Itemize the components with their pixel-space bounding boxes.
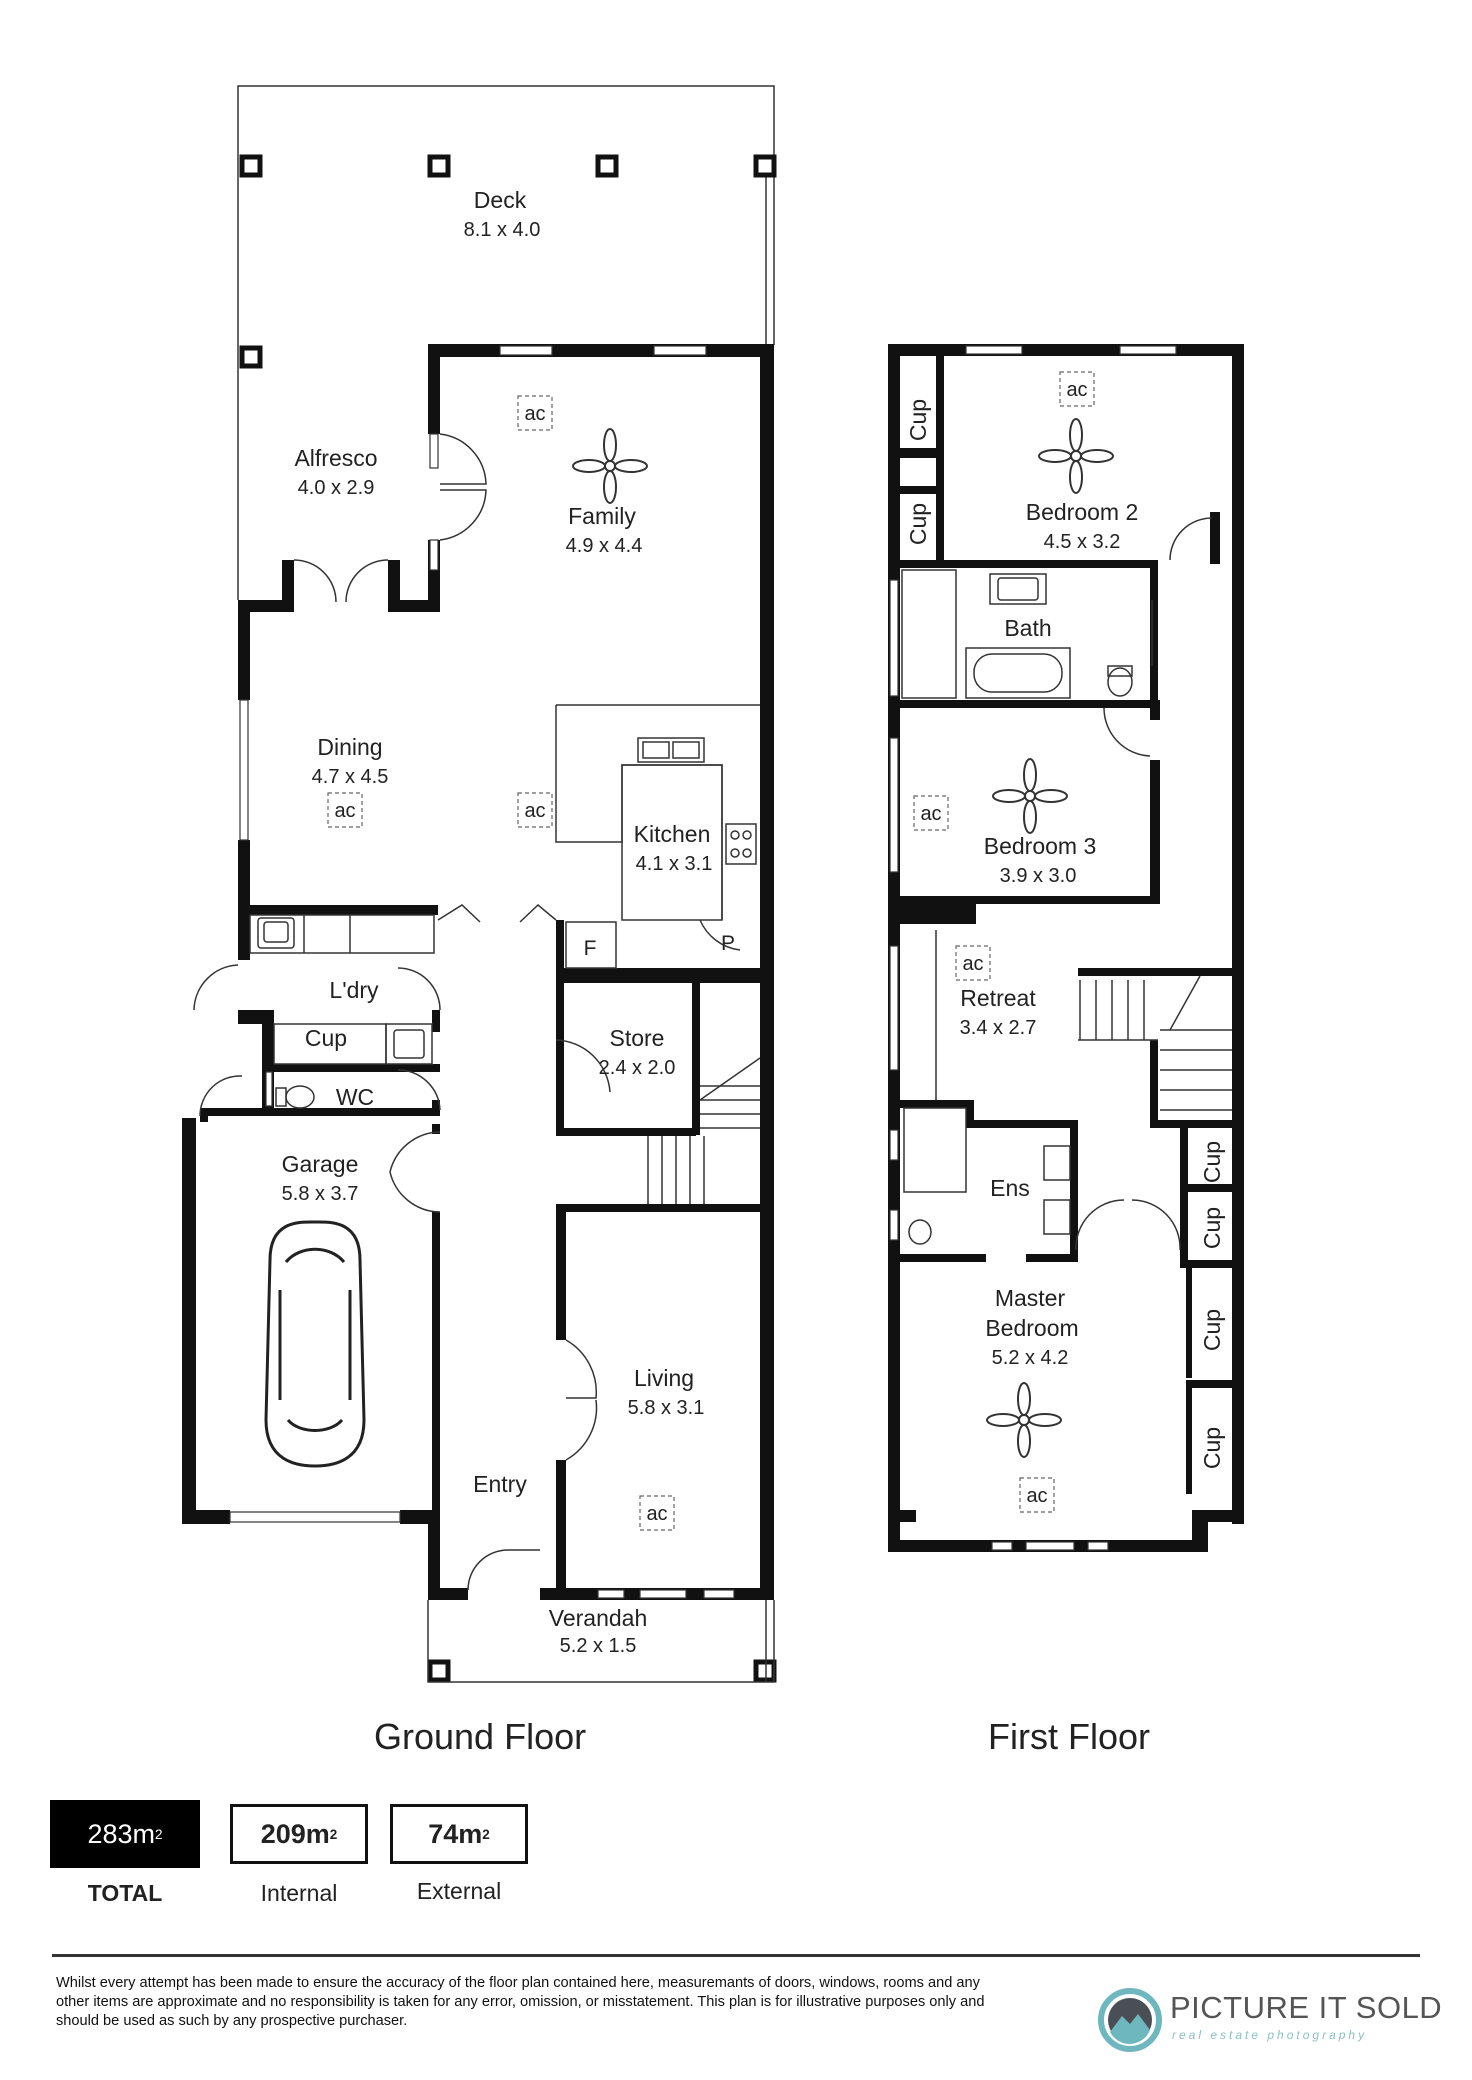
- room-alfresco-name: Alfresco: [294, 445, 377, 471]
- room-wc-name: WC: [336, 1084, 374, 1110]
- ac-label: ac: [1026, 1485, 1047, 1507]
- floor-plan: Deck 8.1 x 4.0 Alfresco 4.0 x 2.9 Family…: [182, 85, 1244, 1683]
- room-master-size: 5.2 x 4.2: [992, 1347, 1069, 1369]
- room-entry-name: Entry: [473, 1471, 527, 1497]
- room-bedroom2-size: 4.5 x 3.2: [1044, 531, 1121, 553]
- cupboard-label: Cup: [1199, 1207, 1225, 1249]
- internal-area-label: Internal: [260, 1880, 338, 1906]
- total-area-value: 283m: [87, 1818, 156, 1849]
- room-garage-size: 5.8 x 3.7: [282, 1183, 359, 1205]
- room-master-name-line1: Master: [995, 1285, 1066, 1311]
- cupboard-label: Cup: [1199, 1427, 1225, 1469]
- room-family-name: Family: [568, 503, 636, 529]
- cupboard-label: Cup: [905, 399, 931, 441]
- internal-area-value: 209m: [260, 1818, 330, 1849]
- external-area-label: External: [416, 1878, 502, 1904]
- room-bath-name: Bath: [1004, 615, 1051, 641]
- ac-label: ac: [524, 800, 545, 822]
- first-floor-plan: Bedroom 2 4.5 x 3.2 Bath Bedroom 3 3.9 x…: [888, 344, 1244, 1552]
- room-ensuite-name: Ens: [990, 1175, 1030, 1201]
- brand-tagline: real estate photography: [1172, 2028, 1368, 2042]
- ac-label: ac: [334, 800, 355, 822]
- room-master-name-line2: Bedroom: [985, 1315, 1078, 1341]
- ac-label: ac: [1066, 379, 1087, 401]
- room-living-size: 5.8 x 3.1: [628, 1397, 705, 1419]
- room-verandah-size: 5.2 x 1.5: [560, 1635, 637, 1657]
- cupboard-label: Cup: [1199, 1141, 1225, 1183]
- brand-logo: PICTURE IT SOLD real estate photography: [1098, 1988, 1442, 2058]
- ceiling-fan-icon: [572, 428, 648, 504]
- room-bedroom2-name: Bedroom 2: [1026, 499, 1139, 525]
- room-pantry-label: P: [721, 932, 735, 955]
- room-verandah-name: Verandah: [549, 1605, 647, 1631]
- room-living-name: Living: [634, 1365, 694, 1391]
- room-dining-name: Dining: [317, 734, 382, 760]
- car-icon: [264, 1220, 366, 1468]
- deck-outline: [237, 85, 775, 345]
- external-area-value: 74m: [428, 1818, 483, 1849]
- room-family-size: 4.9 x 4.4: [566, 535, 643, 557]
- room-alfresco-size: 4.0 x 2.9: [298, 477, 375, 499]
- room-kitchen-size: 4.1 x 3.1: [636, 853, 713, 875]
- total-area-label: TOTAL: [87, 1880, 163, 1906]
- cupboard-label: Cup: [905, 503, 931, 545]
- first-room-labels: Bedroom 2 4.5 x 3.2 Bath Bedroom 3 3.9 x…: [905, 379, 1225, 1507]
- ground-floor-title: Ground Floor: [374, 1716, 587, 1757]
- footer-divider: [52, 1954, 1420, 1957]
- ac-label: ac: [646, 1503, 667, 1525]
- total-area-unit-sup: 2: [155, 1826, 163, 1842]
- room-cupboard-name: Cup: [305, 1025, 347, 1051]
- cupboard-label: Cup: [1199, 1309, 1225, 1351]
- logo-emblem-icon: [1098, 1988, 1162, 2052]
- room-store-name: Store: [610, 1025, 665, 1051]
- ground-floor-plan: Deck 8.1 x 4.0 Alfresco 4.0 x 2.9 Family…: [182, 85, 777, 1683]
- room-deck-size: 8.1 x 4.0: [464, 219, 541, 241]
- room-bedroom3-size: 3.9 x 3.0: [1000, 865, 1077, 887]
- ground-windows: [229, 345, 735, 1599]
- room-dining-size: 4.7 x 4.5: [312, 766, 389, 788]
- room-garage-name: Garage: [282, 1151, 359, 1177]
- ac-label: ac: [962, 953, 983, 975]
- room-retreat-name: Retreat: [960, 985, 1036, 1011]
- room-store-size: 2.4 x 2.0: [599, 1057, 676, 1079]
- first-walls: [888, 344, 1244, 1552]
- room-deck-name: Deck: [474, 187, 527, 213]
- posts: [239, 154, 777, 1683]
- external-area-unit-sup: 2: [482, 1826, 490, 1842]
- ac-label: ac: [524, 403, 545, 425]
- ac-label: ac: [920, 803, 941, 825]
- disclaimer-text: Whilst every attempt has been made to en…: [56, 1975, 985, 2029]
- room-laundry-name: L'dry: [329, 977, 379, 1003]
- internal-area-unit-sup: 2: [329, 1826, 338, 1842]
- room-bedroom3-name: Bedroom 3: [984, 833, 1097, 859]
- brand-name: PICTURE IT SOLD: [1170, 1990, 1443, 2025]
- ground-room-labels: Deck 8.1 x 4.0 Alfresco 4.0 x 2.9 Family…: [282, 187, 735, 1657]
- ground-walls: [182, 344, 774, 1600]
- room-fridge-label: F: [584, 937, 597, 960]
- room-kitchen-name: Kitchen: [634, 821, 711, 847]
- room-retreat-size: 3.4 x 2.7: [960, 1017, 1037, 1039]
- first-floor-title: First Floor: [988, 1716, 1150, 1757]
